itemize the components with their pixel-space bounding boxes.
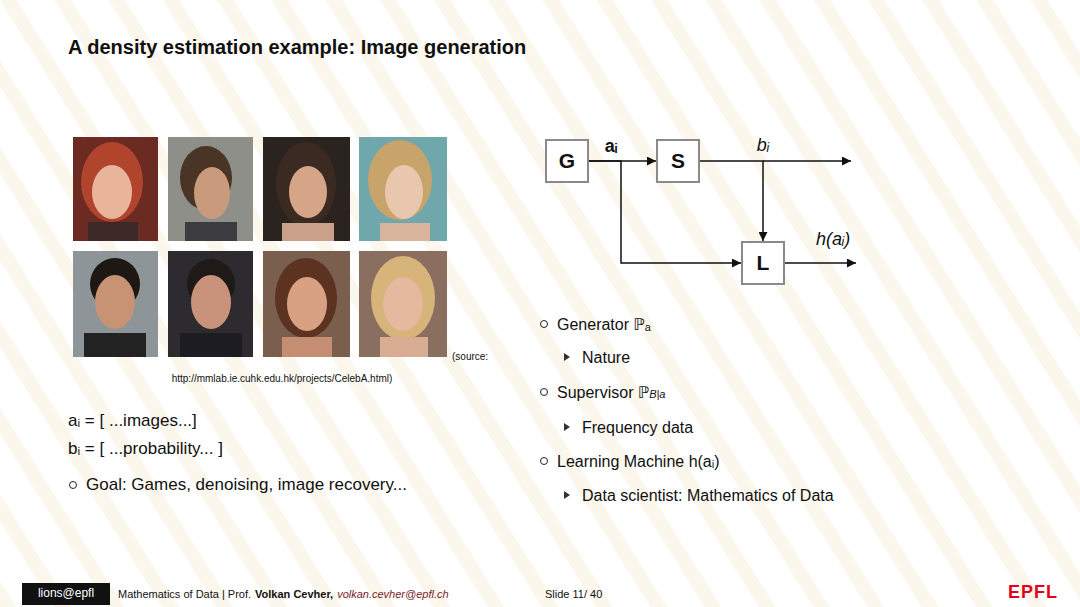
tile-ground: [359, 137, 447, 241]
bullet-text-line: Generator ℙₐ: [557, 314, 651, 335]
generator-box: G: [545, 139, 589, 183]
tile-ground: [168, 137, 253, 241]
bullet-text: Generator ℙₐ: [557, 314, 651, 335]
signal-label: aᵢ: [605, 136, 618, 157]
hair: [371, 256, 435, 340]
sub-bullet-text: Data scientist: Mathematics of Data: [582, 485, 834, 506]
face-tile: [359, 251, 447, 357]
tile-ground: [73, 251, 158, 357]
slide-number-line: Slide 11/ 40: [545, 587, 602, 601]
face: [289, 166, 327, 218]
source-url: http://mmlab.ie.cuhk.edu.hk/projects/Cel…: [172, 372, 393, 385]
body: [84, 333, 146, 357]
footer-text: Volkan Cevher,: [255, 587, 333, 601]
face-image-grid: [73, 137, 447, 357]
bullet-circle: [540, 388, 548, 396]
node-text: G: [559, 149, 575, 172]
face: [287, 277, 327, 331]
bullet-text: B|a: [649, 384, 665, 405]
math-definition: bᵢ = [ ...probability... ]: [68, 438, 223, 460]
output-arrow: [763, 160, 851, 162]
hair: [81, 142, 143, 222]
body: [380, 223, 430, 241]
body: [282, 223, 334, 241]
tile-ground: [73, 137, 158, 241]
hair: [276, 142, 336, 226]
bullet-text: Learning Machine h(aᵢ): [557, 451, 720, 472]
footer-text: Mathematics of Data | Prof.: [118, 587, 251, 601]
tile-ground: [168, 251, 253, 357]
lab-logo: lions@epfl: [22, 583, 110, 605]
source-url-line: http://mmlab.ie.cuhk.edu.hk/projects/Cel…: [172, 372, 393, 385]
math-definition: aᵢ = [ ...images...]: [68, 410, 197, 432]
face-tile: [359, 137, 447, 241]
sub-bullet-text-line: Data scientist: Mathematics of Data: [582, 485, 834, 506]
bullet-text: Supervisor ℙ: [557, 382, 649, 403]
body: [180, 333, 242, 357]
body: [185, 222, 237, 241]
bullet-circle: [69, 481, 77, 489]
sub-bullet-text: Frequency data: [582, 417, 693, 438]
signal-arrow: [700, 161, 763, 241]
hair: [368, 140, 432, 220]
tile-ground: [263, 137, 350, 241]
tile-ground: [359, 251, 447, 357]
bullet-text-line: Learning Machine h(aᵢ): [557, 451, 720, 472]
epfl-logo: EPFL: [1008, 581, 1058, 604]
footer-text-line: Mathematics of Data | Prof. Volkan Cevher…: [118, 587, 449, 601]
tile-ground: [263, 251, 350, 357]
source-note-line: (source:: [452, 350, 488, 363]
math-definition-line: bᵢ = [ ...probability... ]: [68, 438, 223, 460]
sub-bullet-text-line: Frequency data: [582, 417, 693, 438]
bullet-text: Goal: Games, denoising, image recovery..…: [86, 474, 407, 496]
face-tile: [263, 137, 350, 241]
node-text: lions@epfl: [38, 587, 94, 600]
slide-number: Slide 11/ 40: [545, 587, 602, 601]
slide-title: A density estimation example: Image gene…: [68, 34, 526, 60]
node-text: S: [671, 149, 685, 172]
body: [282, 337, 332, 357]
bullet-text-line: Supervisor ℙB|a: [557, 382, 665, 405]
bullet-circle: [540, 457, 548, 465]
face-tile: [168, 137, 253, 241]
face: [92, 165, 132, 219]
bullet-triangle: [564, 423, 570, 431]
hair: [275, 258, 337, 338]
body: [88, 222, 138, 241]
sub-bullet-text: Nature: [582, 347, 630, 368]
bullet-triangle: [564, 353, 570, 361]
node-text: L: [757, 251, 770, 274]
face-tile: [263, 251, 350, 357]
face-tile: [168, 251, 253, 357]
output-arrow: [785, 262, 856, 264]
face: [383, 277, 423, 331]
learning-machine-box: L: [741, 241, 785, 285]
epfl-logo-line: EPFL: [1008, 581, 1058, 604]
face: [95, 275, 135, 329]
body: [380, 337, 428, 357]
sub-bullet-text-line: Nature: [582, 347, 630, 368]
output-label-line: h(aᵢ): [816, 228, 850, 251]
output-label: h(aᵢ): [816, 228, 850, 251]
face: [385, 165, 423, 219]
face: [194, 167, 230, 219]
math-definition-line: aᵢ = [ ...images...]: [68, 410, 197, 432]
footer-text: volkan.cevher@epfl.ch: [337, 587, 448, 601]
signal-label: bᵢ: [757, 135, 769, 156]
face: [191, 275, 231, 329]
face-tile: [73, 137, 158, 241]
bullet-text-line: Goal: Games, denoising, image recovery..…: [86, 474, 407, 496]
source-note: (source:: [452, 350, 488, 363]
face-tile: [73, 251, 158, 357]
supervisor-box: S: [656, 139, 700, 183]
bullet-triangle: [564, 491, 570, 499]
bullet-circle: [540, 320, 548, 328]
